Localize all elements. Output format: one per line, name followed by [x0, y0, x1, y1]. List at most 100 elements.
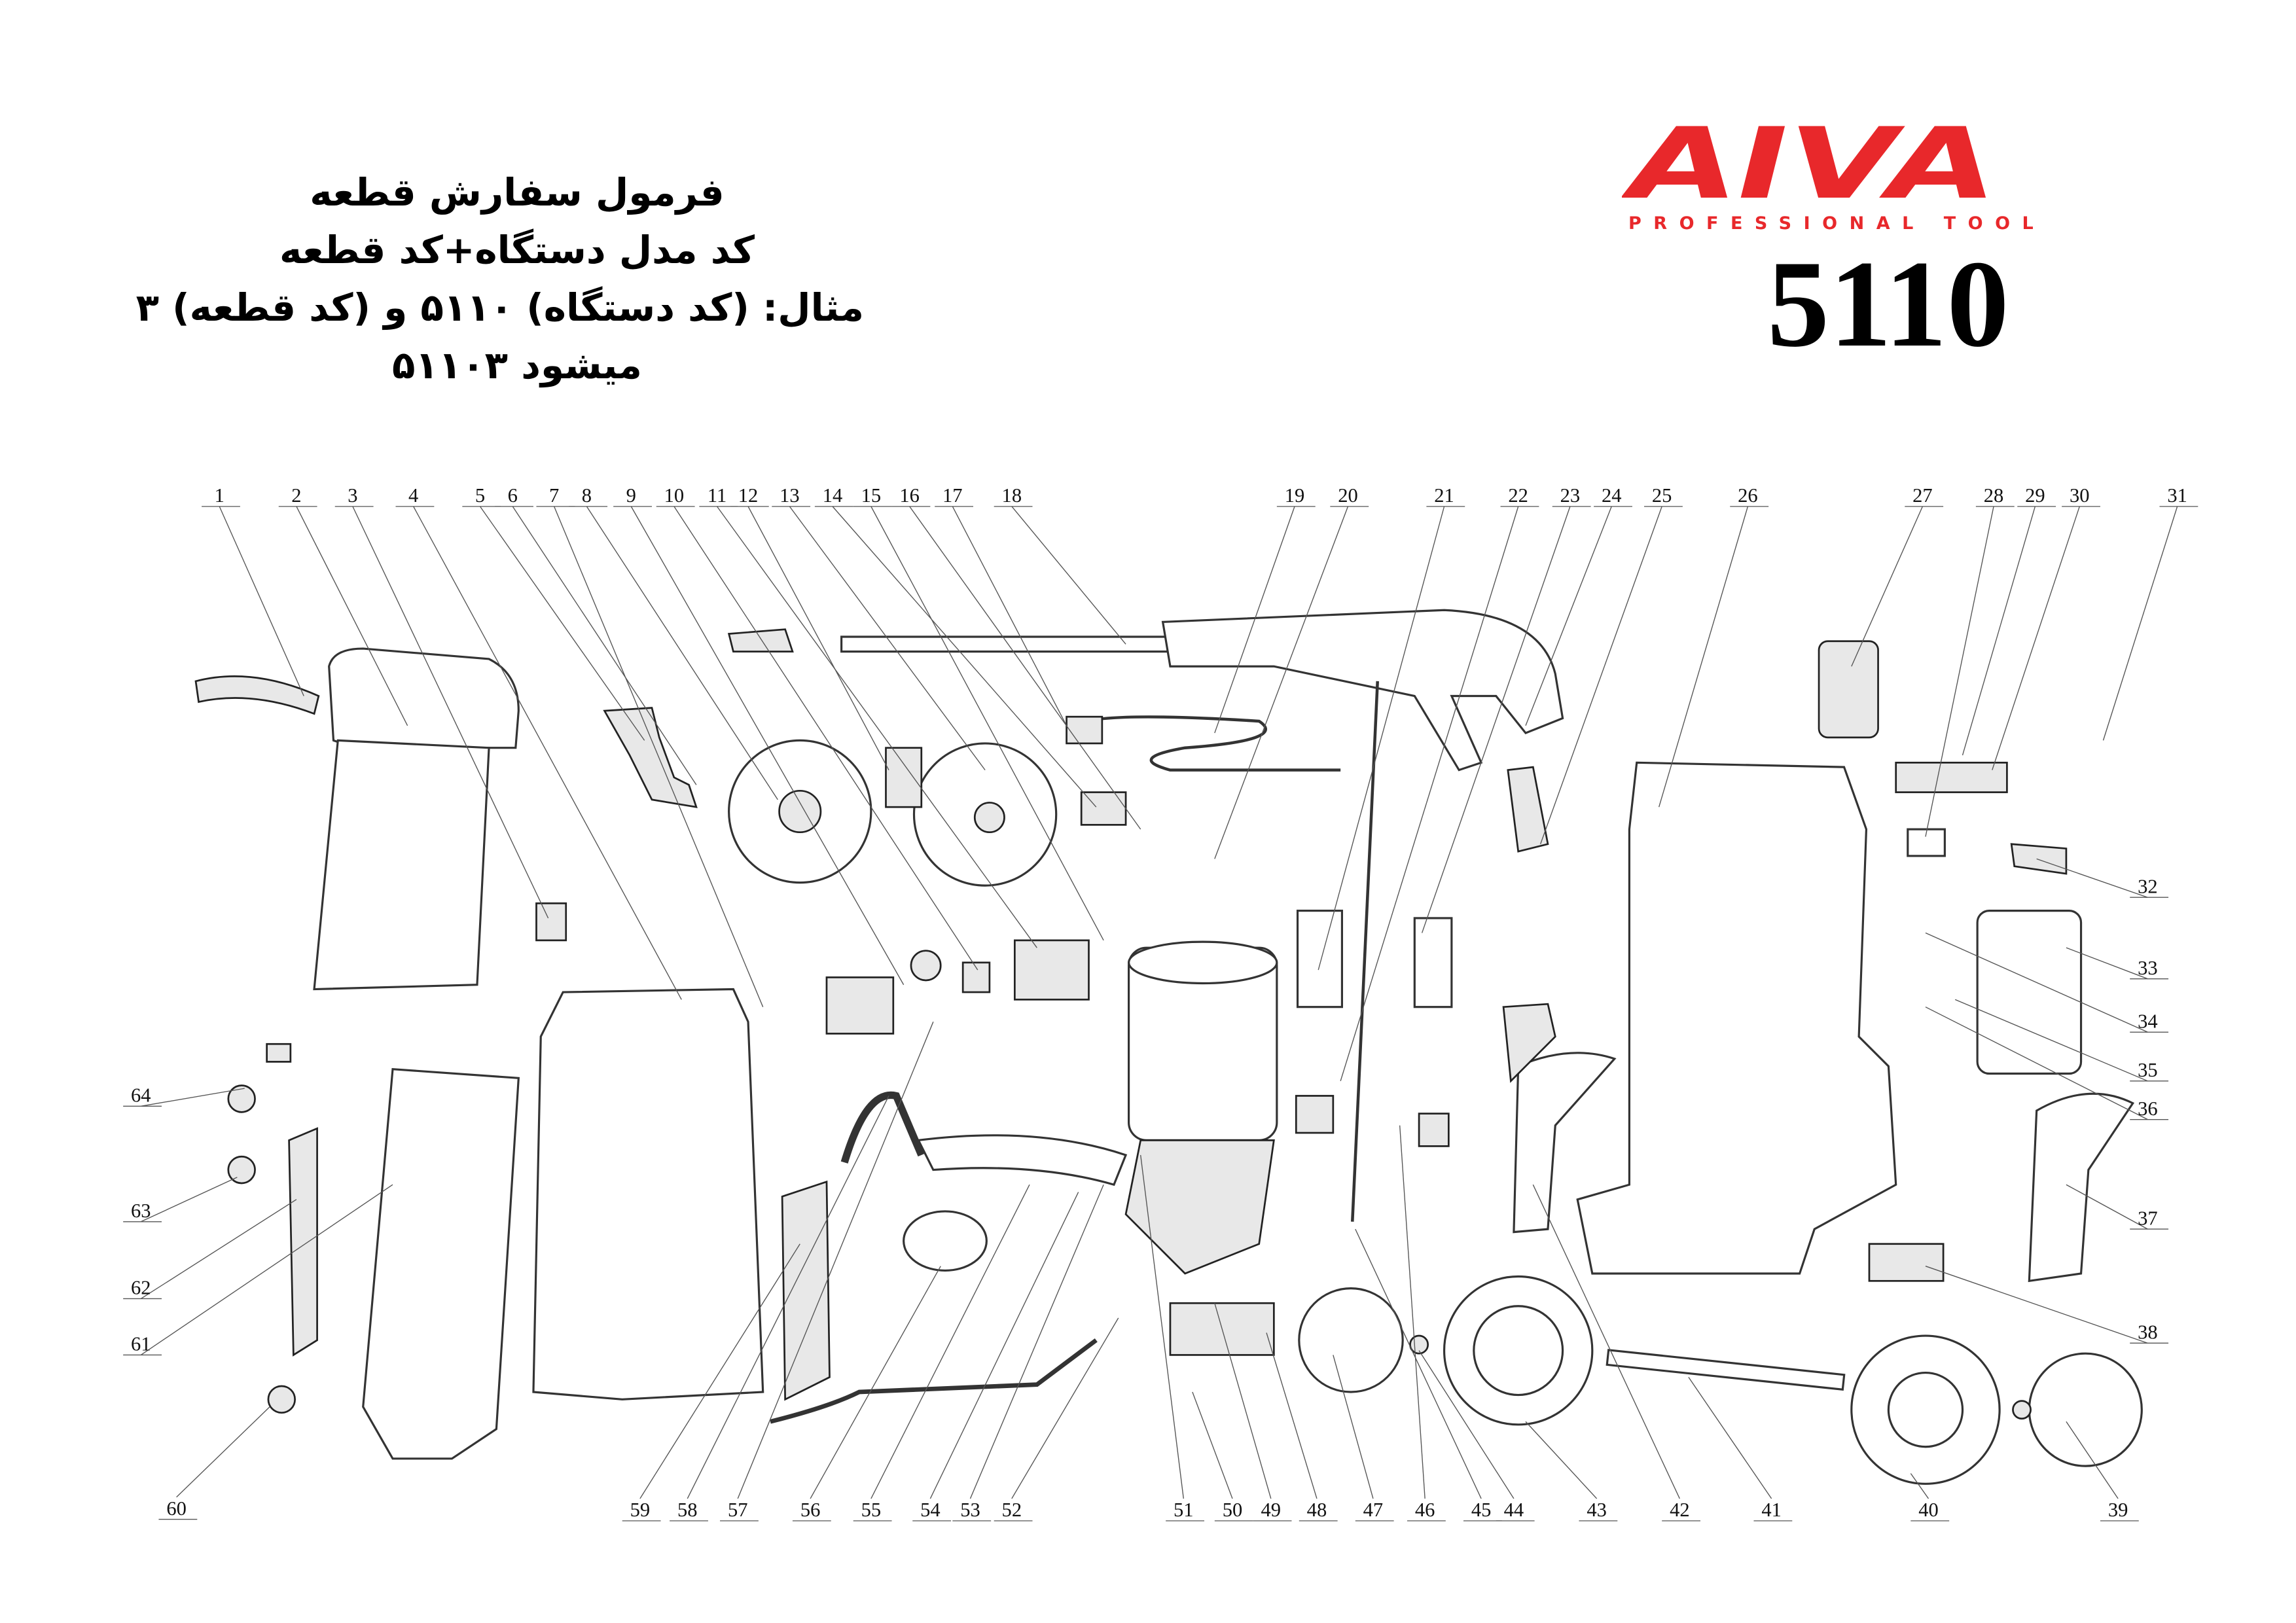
leader-line-26 [1659, 506, 1749, 808]
axle [1605, 1349, 1846, 1391]
leader-line-20 [1214, 506, 1349, 859]
part-number-42: 42 [1670, 1499, 1690, 1521]
high-pressure-hose [1073, 715, 1341, 772]
part-number-37: 37 [2138, 1207, 2158, 1229]
part-number-44: 44 [1504, 1499, 1524, 1521]
part-number-4: 4 [408, 484, 418, 507]
leader-line-13 [789, 506, 986, 771]
part-number-54: 54 [920, 1499, 941, 1521]
leader-line-24 [1525, 506, 1612, 726]
leader-line-39 [2066, 1421, 2119, 1499]
part-number-59: 59 [630, 1499, 651, 1521]
part-number-25: 25 [1652, 484, 1672, 507]
gun-holder-25 [1507, 766, 1549, 853]
hose-coupling [1066, 715, 1103, 745]
switch-box [825, 976, 895, 1035]
part-number-26: 26 [1738, 484, 1758, 507]
part-number-9: 9 [626, 484, 636, 507]
leader-line-61 [140, 1184, 393, 1356]
leader-line-52 [1011, 1317, 1119, 1499]
part-number-20: 20 [1338, 484, 1358, 507]
part-number-39: 39 [2108, 1499, 2128, 1521]
leader-line-38 [1925, 1266, 2148, 1344]
leader-line-54 [929, 1192, 1079, 1499]
leader-line-9 [630, 506, 905, 986]
leader-line-45 [1355, 1228, 1482, 1499]
leader-line-50 [1192, 1391, 1233, 1499]
lance [840, 635, 1187, 653]
leader-line-55 [870, 1184, 1030, 1499]
leader-lines [123, 506, 2198, 1522]
part-number-63: 63 [131, 1200, 151, 1222]
part-number-48: 48 [1307, 1499, 1327, 1521]
corner-piece-38 [1868, 1243, 1945, 1282]
part-number-51: 51 [1174, 1499, 1194, 1521]
spray-gun [1161, 609, 1564, 772]
leader-line-12 [747, 506, 889, 770]
leader-line-57 [737, 1022, 934, 1499]
leader-line-5 [479, 506, 645, 741]
part-number-33: 33 [2138, 957, 2158, 979]
part-number-28: 28 [1984, 484, 2004, 507]
reel-clip [885, 747, 923, 808]
leader-line-14 [832, 506, 1097, 808]
pump-base [1169, 1302, 1275, 1356]
motor-top [1128, 940, 1278, 985]
part-number-5: 5 [475, 484, 485, 507]
part-number-50: 50 [1223, 1499, 1243, 1521]
part-number-2: 2 [291, 484, 301, 507]
part-number-30: 30 [2070, 484, 2090, 507]
part-number-45: 45 [1471, 1499, 1492, 1521]
model-number: 5110 [1767, 236, 2009, 373]
order-formula-text: فرمول سفارش قطعه کد مدل دستگاه+کد قطعه م… [136, 164, 864, 394]
brand-name: AIVA [1622, 111, 2009, 221]
leader-line-8 [586, 506, 778, 800]
part-number-23: 23 [1560, 484, 1581, 507]
part-number-55: 55 [861, 1499, 882, 1521]
leader-line-23 [1421, 506, 1571, 933]
wheel-43-rim [1473, 1305, 1564, 1397]
part-number-60: 60 [166, 1497, 187, 1520]
leader-line-59 [639, 1243, 800, 1499]
part-number-46: 46 [1415, 1499, 1435, 1521]
leader-line-6 [512, 506, 697, 785]
leader-line-37 [2066, 1184, 2148, 1230]
control-strip [1895, 761, 2008, 793]
bracket [535, 902, 567, 942]
leader-line-51 [1140, 1154, 1184, 1499]
part-number-35: 35 [2138, 1059, 2158, 1081]
part-number-11: 11 [708, 484, 726, 507]
reel-bearing [1080, 791, 1127, 826]
leader-line-33 [2066, 947, 2148, 980]
leader-line-60 [176, 1406, 270, 1498]
side-panel [288, 1127, 318, 1357]
side-guard-37 [2028, 1092, 2135, 1283]
gun-rod [1351, 681, 1379, 1222]
leader-line-56 [810, 1266, 941, 1499]
leader-line-44 [1418, 1350, 1515, 1499]
part-number-16: 16 [899, 484, 920, 507]
part-number-61: 61 [131, 1333, 151, 1355]
seal-plate [1295, 1095, 1335, 1134]
aiva-logo: AIVA PROFESSIONAL TOOLS [1622, 111, 2034, 234]
knob-64 [227, 1084, 256, 1113]
leader-line-42 [1532, 1184, 1680, 1499]
part-number-52: 52 [1002, 1499, 1022, 1521]
leader-line-36 [1925, 1007, 2148, 1120]
main-chassis [1576, 761, 1897, 1275]
part-number-41: 41 [1761, 1499, 1782, 1521]
inlet-hose [840, 1091, 925, 1164]
part-number-8: 8 [582, 484, 592, 507]
title-line: کد مدل دستگاه+کد قطعه [279, 228, 755, 272]
leader-line-2 [296, 506, 408, 726]
leader-line-58 [687, 1096, 889, 1499]
part-number-1: 1 [215, 484, 224, 507]
spray-nozzle [727, 628, 794, 652]
part-number-64: 64 [131, 1084, 151, 1107]
part-number-32: 32 [2138, 875, 2158, 897]
title-line: میشود ۵۱۱۰۳ [392, 343, 642, 387]
leader-line-10 [673, 506, 978, 971]
part-number-31: 31 [2167, 484, 2187, 507]
